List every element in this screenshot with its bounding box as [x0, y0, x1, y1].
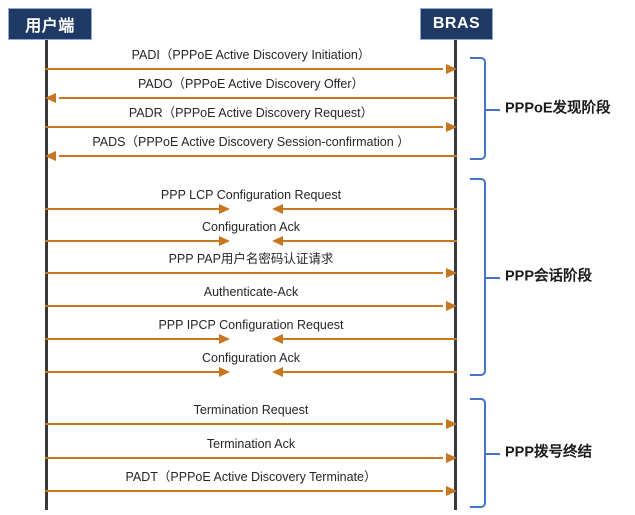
- message-label: PADO（PPPoE Active Discovery Offer）: [138, 77, 364, 91]
- phase-bracket: [470, 178, 486, 376]
- message-label: Authenticate-Ack: [203, 285, 299, 299]
- arrow-head-right-icon: [446, 122, 457, 132]
- arrow-shaft: [45, 490, 443, 492]
- actor-label-bras: BRAS: [432, 15, 481, 32]
- arrow-shaft: [283, 208, 457, 210]
- arrow-head-right-icon: [446, 64, 457, 74]
- phase-label: PPP会话阶段: [505, 268, 593, 285]
- phase-bracket-tick: [486, 453, 500, 455]
- message-label: PPP PAP用户名密码认证请求: [168, 252, 334, 266]
- message-row: Termination Request: [45, 399, 457, 429]
- lifeline-client: [45, 40, 48, 510]
- arrow-head-right-icon: [219, 236, 230, 246]
- message-row: PADS（PPPoE Active Discovery Session-conf…: [45, 131, 457, 161]
- message-label: PPP LCP Configuration Request: [160, 188, 342, 202]
- message-row: PPP PAP用户名密码认证请求: [45, 248, 457, 278]
- message-label: Termination Ack: [206, 437, 296, 451]
- message-row: Authenticate-Ack: [45, 281, 457, 311]
- arrow-shaft: [45, 272, 443, 274]
- message-row: PADT（PPPoE Active Discovery Terminate）: [45, 466, 457, 496]
- arrow-head-right-icon: [446, 486, 457, 496]
- message-label: PPP IPCP Configuration Request: [158, 318, 344, 332]
- message-label: Termination Request: [193, 403, 309, 417]
- arrow-shaft: [45, 423, 443, 425]
- arrow-head-right-icon: [219, 204, 230, 214]
- message-row: PPP LCP Configuration Request: [45, 184, 457, 214]
- arrow-shaft: [283, 371, 457, 373]
- message-label: PADR（PPPoE Active Discovery Request）: [128, 106, 374, 120]
- arrow-head-left-icon: [272, 367, 283, 377]
- arrow-shaft: [45, 457, 443, 459]
- actor-box-client: 用户端: [8, 8, 92, 40]
- arrow-head-right-icon: [446, 268, 457, 278]
- message-row: Configuration Ack: [45, 216, 457, 246]
- arrow-shaft: [45, 126, 443, 128]
- arrow-head-right-icon: [446, 301, 457, 311]
- arrow-shaft: [45, 240, 219, 242]
- actor-label-client: 用户端: [25, 18, 75, 35]
- arrow-head-left-icon: [272, 334, 283, 344]
- phase-bracket-tick: [486, 108, 500, 111]
- arrow-shaft: [45, 208, 219, 210]
- phase-label: PPP拨号终结: [505, 444, 593, 461]
- arrow-head-left-icon: [272, 204, 283, 214]
- arrow-head-right-icon: [219, 334, 230, 344]
- arrow-shaft: [45, 338, 219, 340]
- message-label: PADT（PPPoE Active Discovery Terminate）: [125, 470, 377, 484]
- message-row: Termination Ack: [45, 433, 457, 463]
- arrow-head-right-icon: [219, 367, 230, 377]
- arrow-shaft: [283, 338, 457, 340]
- actor-box-bras: BRAS: [420, 8, 493, 40]
- message-label: PADI（PPPoE Active Discovery Initiation）: [131, 48, 371, 62]
- message-row: PADR（PPPoE Active Discovery Request）: [45, 102, 457, 132]
- arrow-head-left-icon: [45, 93, 56, 103]
- arrow-shaft: [45, 305, 443, 307]
- message-label: Configuration Ack: [202, 351, 300, 365]
- message-row: PADO（PPPoE Active Discovery Offer）: [45, 73, 457, 103]
- phase-bracket: [470, 57, 486, 160]
- phase-label: PPPoE发现阶段: [505, 100, 611, 116]
- arrow-shaft: [59, 155, 457, 157]
- message-row: PPP IPCP Configuration Request: [45, 314, 457, 344]
- arrow-head-right-icon: [446, 419, 457, 429]
- message-row: Configuration Ack: [45, 347, 457, 377]
- arrow-shaft: [283, 240, 457, 242]
- message-row: PADI（PPPoE Active Discovery Initiation）: [45, 44, 457, 74]
- arrow-shaft: [59, 97, 457, 99]
- arrow-head-right-icon: [446, 453, 457, 463]
- arrow-shaft: [45, 68, 443, 70]
- arrow-shaft: [45, 371, 219, 373]
- arrow-head-left-icon: [45, 151, 56, 161]
- phase-bracket-tick: [486, 277, 500, 279]
- arrow-head-left-icon: [272, 236, 283, 246]
- phase-bracket: [470, 398, 486, 508]
- message-label: Configuration Ack: [202, 220, 300, 234]
- message-label: PADS（PPPoE Active Discovery Session-conf…: [92, 135, 410, 149]
